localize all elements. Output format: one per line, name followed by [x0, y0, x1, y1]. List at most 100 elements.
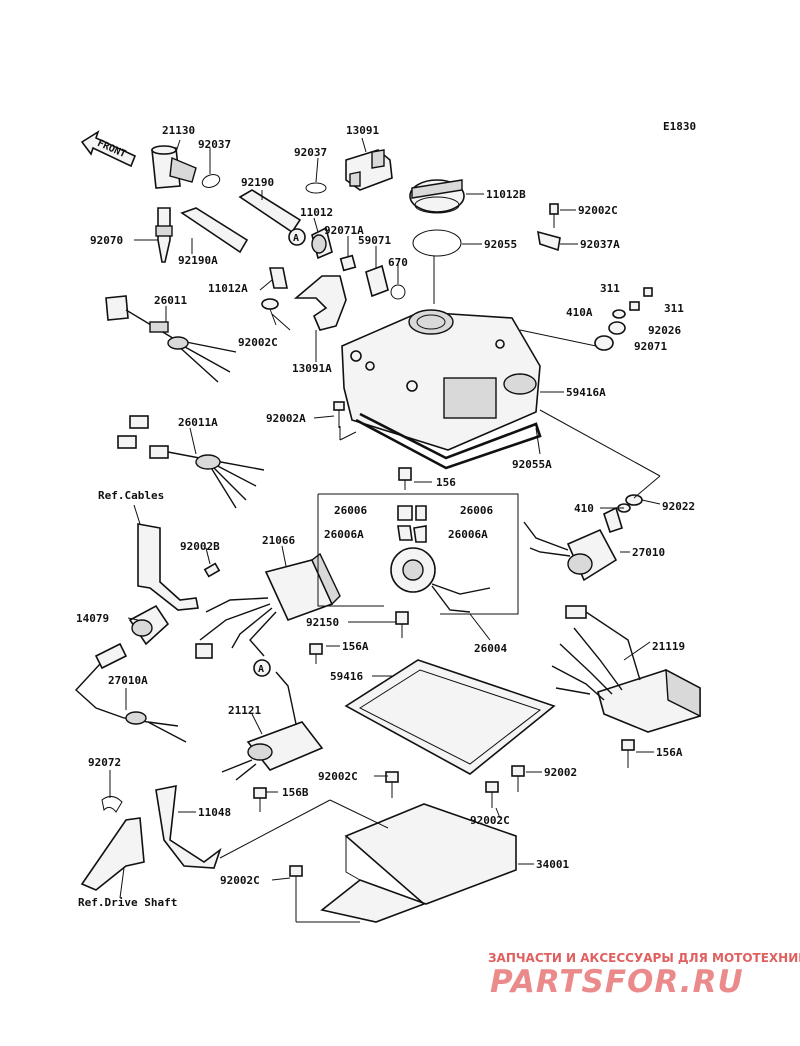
nut-311-a — [643, 287, 653, 297]
callout-11048: 11048 — [198, 806, 231, 819]
plug-cap-21130 — [151, 145, 197, 189]
nut-311-b — [629, 301, 640, 311]
bolt-156a-1 — [309, 643, 323, 664]
callout-92037-b: 92037 — [294, 146, 327, 159]
callout-92072: 92072 — [88, 756, 121, 769]
callout-92002a: 92002A — [266, 412, 306, 425]
case-59416a — [341, 309, 541, 451]
callout-92037: 92037 — [198, 138, 231, 151]
plug-cap-11012 — [311, 226, 333, 260]
callout-26006a-1: 26006A — [324, 528, 364, 541]
callout-92002b: 92002B — [180, 540, 220, 553]
bolt-92002c-bl — [289, 865, 303, 892]
front-arrow-icon — [80, 130, 137, 168]
callout-92071: 92071 — [634, 340, 667, 353]
callout-21119: 21119 — [652, 640, 685, 653]
cdi-21119 — [551, 605, 701, 733]
watermark-brand: PARTSFOR.RU — [490, 964, 744, 1000]
callout-92002c-l: 92002C — [238, 336, 278, 349]
sensor-27010a — [75, 642, 187, 743]
callout-311-b: 311 — [664, 302, 684, 315]
cap-11012a — [269, 267, 288, 289]
washer-92022 — [625, 494, 643, 506]
callout-156b: 156B — [282, 786, 309, 799]
callout-92026: 92026 — [648, 324, 681, 337]
part-14079 — [128, 604, 170, 646]
bolt-92002b — [203, 562, 221, 578]
bolt-92002 — [511, 765, 525, 792]
hose-92190 — [238, 189, 302, 234]
callout-92070: 92070 — [90, 234, 123, 247]
bolt-156b — [253, 787, 267, 812]
callout-21066: 21066 — [262, 534, 295, 547]
callout-156a-1: 156A — [342, 640, 369, 653]
washer-410a — [612, 309, 626, 319]
callout-156a-2: 156A — [656, 746, 683, 759]
callout-26006a-2: 26006A — [448, 528, 488, 541]
watermark-tagline: ЗАПЧАСТИ И АКСЕССУАРЫ ДЛЯ МОТОТЕХНИКИ — [488, 951, 800, 965]
callout-92002c-m: 92002C — [318, 770, 358, 783]
callout-34001: 34001 — [536, 858, 569, 871]
regulator-21066 — [195, 552, 341, 659]
nut-92071a — [339, 254, 357, 272]
callout-21121: 21121 — [228, 704, 261, 717]
callout-410a: 410A — [566, 306, 593, 319]
marker-a-1-label: A — [293, 233, 299, 244]
gasket-92055a — [355, 412, 542, 470]
clamp-92037-b — [305, 182, 327, 194]
hose-92190a — [180, 207, 249, 254]
callout-92037a: 92037A — [580, 238, 620, 251]
callout-92002c-bl: 92002C — [220, 874, 260, 887]
o-ring-670 — [390, 284, 406, 300]
clamp-92037 — [201, 174, 221, 188]
bolt-92002c-b — [485, 781, 499, 808]
callout-59416a: 59416A — [566, 386, 606, 399]
bolt-92150 — [395, 611, 409, 638]
coil-21121 — [221, 671, 324, 781]
callout-27010: 27010 — [632, 546, 665, 559]
callout-11012: 11012 — [300, 206, 333, 219]
marker-a-1 — [288, 228, 306, 246]
marker-a-2-label: A — [258, 664, 264, 675]
callout-26011: 26011 — [154, 294, 187, 307]
spark-plug-92070 — [155, 207, 173, 263]
callout-92002: 92002 — [544, 766, 577, 779]
callout-13091a: 13091A — [292, 362, 332, 375]
clamp-92072 — [101, 796, 123, 813]
ref-drive-shaft-label: Ref.Drive Shaft — [78, 896, 177, 909]
callout-92055: 92055 — [484, 238, 517, 251]
callout-59071: 59071 — [358, 234, 391, 247]
callout-92150: 92150 — [306, 616, 339, 629]
callout-92190: 92190 — [241, 176, 274, 189]
callout-59416: 59416 — [330, 670, 363, 683]
bolt-156a-2 — [621, 739, 635, 768]
callout-92022: 92022 — [662, 500, 695, 513]
diagram-code: E1830 — [663, 120, 696, 133]
callout-26011a: 26011A — [178, 416, 218, 429]
bolt-156 — [398, 467, 412, 490]
ref-cables-label: Ref.Cables — [98, 489, 164, 502]
cap-11012b — [409, 179, 465, 214]
callout-156: 156 — [436, 476, 456, 489]
bolt-92002c-l — [261, 298, 279, 326]
callout-21130: 21130 — [162, 124, 195, 137]
bolt-92002c-m — [385, 771, 399, 798]
connector-13091 — [345, 149, 393, 191]
callout-27010a: 27010A — [108, 674, 148, 687]
callout-26006-a: 26006 — [334, 504, 367, 517]
washer-92026 — [608, 321, 626, 335]
callout-11012b: 11012B — [486, 188, 526, 201]
bolt-92002a — [333, 401, 345, 428]
callout-11012a: 11012A — [208, 282, 248, 295]
bracket-ref-drive-shaft — [80, 817, 145, 891]
callout-670: 670 — [388, 256, 408, 269]
harness-26011 — [105, 295, 237, 383]
harness-26011a — [117, 415, 265, 509]
bracket-11048 — [155, 785, 222, 869]
switch-27010 — [523, 506, 623, 582]
bracket-34001 — [320, 803, 517, 923]
callout-92190a: 92190A — [178, 254, 218, 267]
callout-14079: 14079 — [76, 612, 109, 625]
callout-92071a: 92071A — [324, 224, 364, 237]
